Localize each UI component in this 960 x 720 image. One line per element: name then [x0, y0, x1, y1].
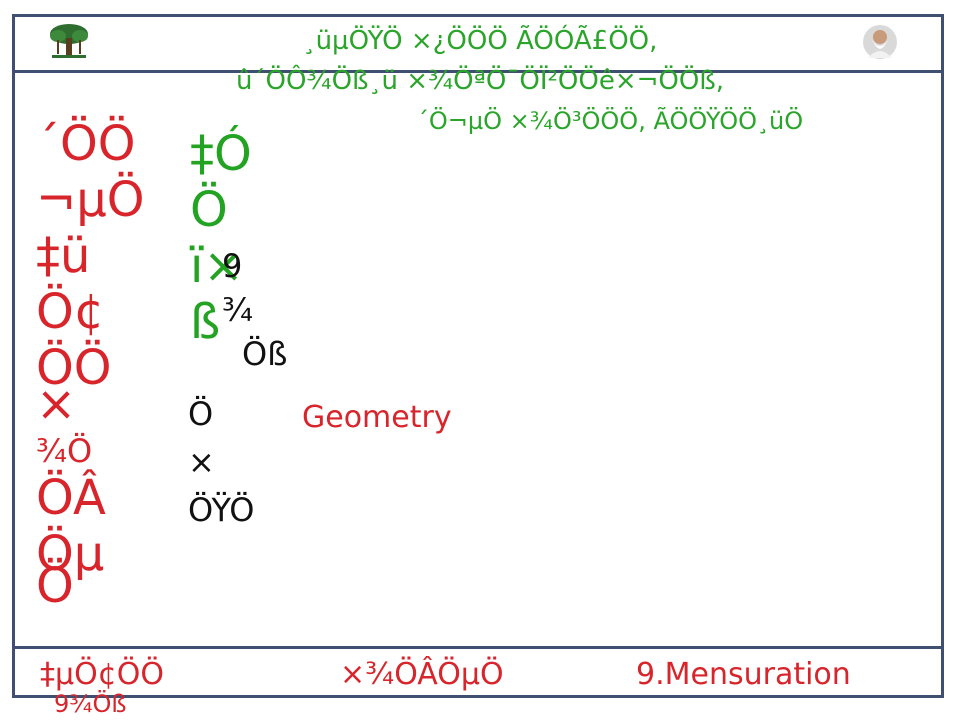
title-glyph: ¾Ö: [36, 432, 93, 470]
title-glyph: ¾: [222, 291, 254, 329]
title-glyph: ×: [188, 443, 215, 481]
title-glyph: ï×: [190, 238, 244, 294]
title-glyph: ¬µÖ: [36, 172, 145, 228]
portrait-icon: [863, 25, 897, 59]
header-line-3: ´Ö¬µÖ ×¾Ö³ÖÖÖ, ÃÖÖŸÖÖ¸üÖ: [416, 107, 804, 135]
title-column-black: Ö × ÖŸÖ: [188, 390, 254, 534]
title-glyph: ‡Ó: [190, 126, 252, 182]
title-glyph: Ö: [188, 395, 214, 433]
title-glyph: ß: [190, 294, 221, 350]
title-glyph: ÖÖ: [36, 340, 112, 396]
title-glyph: Öµ: [36, 526, 105, 582]
header-divider: [12, 70, 944, 73]
title-glyph: ×: [36, 376, 77, 432]
title-glyph: Ö: [36, 558, 74, 614]
footer-below-left: 9¾Öß: [54, 690, 127, 718]
header-line-1: ¸üµÖŸÖ ×¿ÖÖÖ ÃÖÓÃ£ÖÖ,: [302, 26, 658, 56]
title-glyph: ‡ü: [36, 228, 91, 284]
title-glyph: ÖÂ: [36, 470, 106, 526]
title-glyph: Ö¢: [36, 284, 105, 340]
title-column-green: ‡Ó Ö ï× ß: [190, 126, 252, 350]
footer-left: ‡µÖ¢ÖÖ: [40, 657, 165, 692]
header-line-2: û´ÖÔ¾Öß¸ü ×¾ÖªÖ¯ÖÏ²ÖÖê×¬ÖÖß,: [236, 66, 724, 96]
title-glyph: Ö: [190, 182, 228, 238]
footer-middle: ×¾ÖÂÖµÖ: [340, 657, 504, 692]
title-glyph: 9: [222, 247, 243, 285]
title-overlay-small: 9 ¾ Öß: [222, 244, 287, 376]
banyan-tree-icon: [50, 24, 88, 58]
footer-right: 9.Mensuration: [636, 657, 851, 692]
geometry-label: Geometry: [302, 400, 452, 435]
footer-divider: [12, 646, 944, 649]
slide-frame: [12, 14, 944, 698]
title-column-red: ´ÖÖ ¬µÖ ‡ü Ö¢ ÖÖ × ¾Ö ÖÂ Öµ Ö: [36, 116, 145, 614]
title-glyph: ÖŸÖ: [188, 491, 255, 529]
title-glyph: Öß: [242, 335, 288, 373]
title-glyph: ´ÖÖ: [36, 116, 136, 172]
